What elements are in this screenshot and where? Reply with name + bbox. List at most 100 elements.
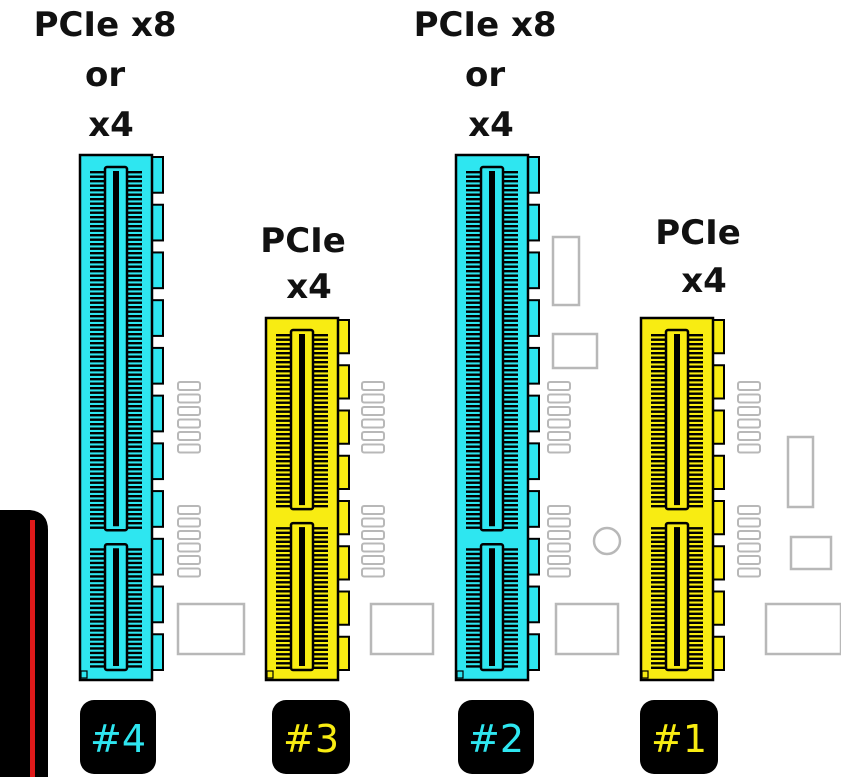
smd-component: [361, 517, 385, 528]
slot-2-label: PCIe x8 or x4: [414, 5, 569, 145]
smd-component: [547, 530, 571, 540]
slot-3-badge-text: #3: [283, 717, 339, 761]
smd-component: [547, 393, 571, 404]
slot-4-connector: [78, 153, 164, 682]
smd-component: [177, 443, 201, 454]
slot-3-connector: [264, 316, 350, 682]
smd-component: [737, 431, 761, 441]
slot-4-label-line-3: x4: [88, 105, 134, 145]
smd-component: [361, 406, 385, 416]
slot-2-pin1-marker: [456, 670, 464, 679]
smd-component: [177, 406, 201, 416]
slot-3-badge: #3: [272, 700, 350, 774]
smd-component: [177, 567, 201, 578]
smd-component: [737, 517, 761, 528]
side-panel-body: [0, 510, 48, 777]
square-pad: [176, 602, 246, 656]
side-panel-stripe: [30, 520, 35, 777]
slot-4-badge-text: #4: [90, 717, 146, 761]
smd-component: [547, 431, 571, 441]
slot-4-pin1-marker: [80, 670, 88, 679]
tall-pad: [551, 235, 581, 307]
smd-component: [177, 418, 201, 429]
round-pad: [592, 526, 622, 556]
side-panel: [0, 510, 48, 777]
smd-component: [547, 381, 571, 391]
slot-4-label-line-2: or: [85, 55, 125, 95]
smd-component: [737, 393, 761, 404]
slot-1-badge-bg: [640, 700, 718, 774]
slot-3-key-center: [299, 334, 305, 506]
smd-component: [177, 393, 201, 404]
slot-3-label-line-2: x4: [286, 267, 332, 307]
square-pad: [554, 602, 620, 656]
slot-4: PCIe x8 or x4 #4: [34, 5, 189, 774]
smd-component: [177, 542, 201, 553]
slot-3-label: PCIe x4: [260, 221, 357, 307]
slot-1-pin1-marker: [641, 670, 649, 679]
slot-4-label-line-1: PCIe x8: [34, 5, 177, 45]
slot-2-label-line-2: or: [465, 55, 505, 95]
slot-2-badge: #2: [458, 700, 534, 774]
slot-1-label-line-2: x4: [681, 261, 727, 301]
smd-component: [361, 393, 385, 404]
slot-2-key-center: [489, 548, 495, 666]
smd-component: [177, 555, 201, 565]
smd-component: [547, 542, 571, 553]
smd-component: [361, 555, 385, 565]
smd-component: [361, 567, 385, 578]
slot-1-label-line-1: PCIe: [655, 213, 741, 253]
slot-1-label: PCIe x4: [655, 213, 752, 301]
slot-1-badge-text: #1: [651, 717, 707, 761]
square-pad: [764, 602, 841, 656]
slot-1-badge: #1: [640, 700, 718, 774]
slot-3-pin1-marker: [266, 670, 274, 679]
smd-component: [361, 418, 385, 429]
smd-component: [361, 505, 385, 515]
smd-component: [547, 406, 571, 416]
smd-component: [547, 505, 571, 515]
smd-component: [737, 381, 761, 391]
smd-component: [177, 505, 201, 515]
rect-pad: [551, 332, 599, 370]
smd-component: [177, 431, 201, 441]
smd-component: [737, 567, 761, 578]
smd-component: [737, 530, 761, 540]
slot-2: PCIe x8 or x4 #2: [414, 5, 569, 774]
smd-component: [547, 443, 571, 454]
rect-pad: [789, 535, 833, 571]
slot-4-key-center: [113, 171, 119, 527]
smd-component: [547, 555, 571, 565]
smd-component: [177, 530, 201, 540]
smd-component: [547, 567, 571, 578]
pcb-components: [176, 235, 841, 656]
smd-component: [361, 542, 385, 553]
slot-4-badge-bg: [80, 700, 156, 774]
smd-component: [737, 542, 761, 553]
slot-1: PCIe x4 #1: [639, 213, 752, 774]
smd-component: [737, 555, 761, 565]
smd-component: [737, 406, 761, 416]
slot-2-label-line-3: x4: [468, 105, 514, 145]
slot-1-key-center: [674, 527, 680, 666]
slot-4-key-center: [113, 548, 119, 666]
slot-2-badge-text: #2: [468, 717, 524, 761]
smd-component: [361, 530, 385, 540]
smd-component: [547, 517, 571, 528]
square-pad: [369, 602, 435, 656]
slot-3: PCIe x4 #3: [260, 221, 357, 774]
smd-component: [177, 517, 201, 528]
slot-2-label-line-1: PCIe x8: [414, 5, 557, 45]
smd-component: [737, 443, 761, 454]
tall-pad: [786, 435, 815, 509]
smd-component: [737, 418, 761, 429]
smd-component: [361, 431, 385, 441]
slot-3-key-center: [299, 527, 305, 666]
smd-component: [361, 443, 385, 454]
smd-component: [737, 505, 761, 515]
slot-3-badge-bg: [272, 700, 350, 774]
slot-2-connector: [454, 153, 540, 682]
slot-4-label: PCIe x8 or x4: [34, 5, 189, 145]
slot-3-label-line-1: PCIe: [260, 221, 346, 261]
